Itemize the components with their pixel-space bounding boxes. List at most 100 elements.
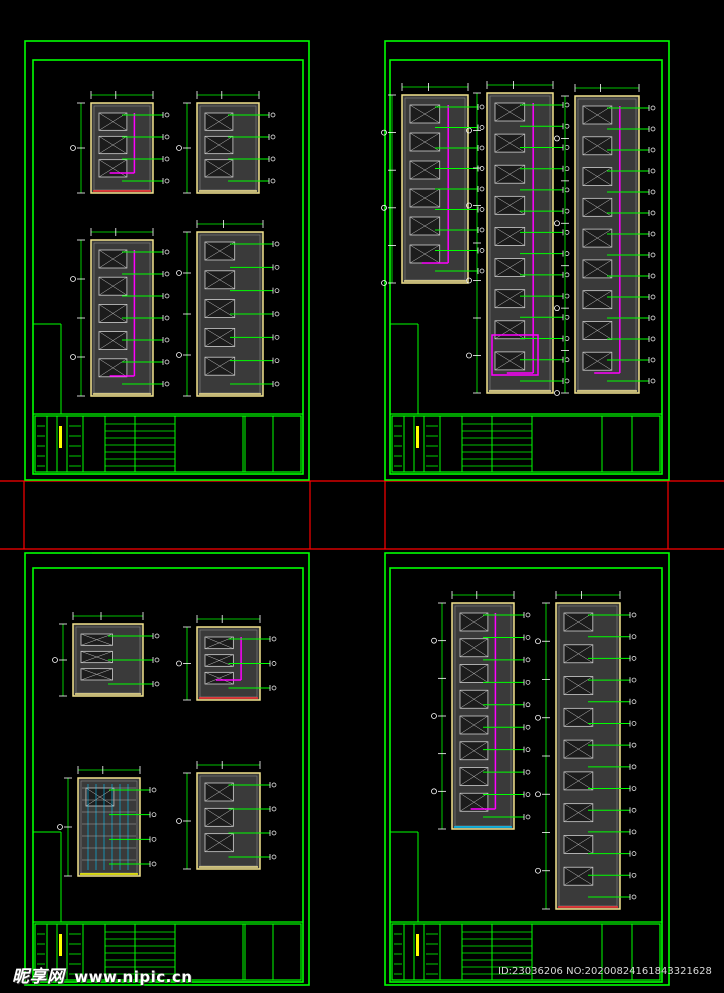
leader-tag [525, 747, 531, 753]
hatch-line [582, 105, 612, 125]
leader-tag [274, 311, 280, 317]
drawing-sheets [24, 40, 670, 986]
leader-tag [164, 315, 170, 321]
title-block [34, 923, 302, 981]
level-marker [554, 390, 560, 396]
sheet-top-right [381, 40, 670, 481]
hatch-line [459, 638, 489, 657]
leader-tag [151, 861, 157, 867]
leader-tag [564, 293, 570, 299]
leader-tag [525, 814, 531, 820]
leader-tag [631, 656, 637, 661]
level-marker [431, 637, 437, 644]
hatch-line [409, 188, 440, 208]
leader-tag [525, 657, 531, 663]
leader-tag [650, 315, 656, 321]
hatch-line [409, 160, 440, 180]
watermark: 昵享网 www.nipic.cn [12, 962, 192, 987]
leader-tag [164, 249, 170, 255]
leader-tag [650, 357, 656, 363]
leader-tag [650, 168, 656, 174]
leader-tag [164, 337, 170, 343]
hatch-line [98, 112, 128, 131]
leader-tag [271, 636, 277, 642]
leader-tag [525, 769, 531, 775]
leader-tag [525, 635, 531, 640]
leader-tag [164, 381, 170, 387]
leader-tag [164, 112, 170, 118]
leader-tag [564, 251, 570, 256]
panel-inner-line [199, 105, 257, 191]
leader-tag [631, 851, 637, 856]
hatch-line [459, 664, 489, 683]
sheet-outer-frame [24, 552, 310, 986]
leader-tag [479, 207, 485, 212]
leader-tag [271, 685, 277, 691]
sheet-outer-frame [24, 40, 310, 481]
level-marker [381, 280, 387, 286]
title-block-mark [59, 426, 62, 448]
title-block-mark [416, 934, 419, 956]
leader-tag [154, 681, 160, 687]
hatch-line [582, 321, 612, 340]
leader-tag [271, 661, 277, 666]
leader-tag [631, 807, 637, 813]
leader-tag [164, 359, 170, 365]
leader-tag [271, 854, 277, 860]
leader-tag [650, 189, 656, 195]
level-marker [431, 788, 437, 795]
title-block-mark [416, 426, 419, 448]
leader-tag [270, 178, 276, 184]
leader-tag [564, 123, 570, 129]
watermark-brand: 昵享网 [12, 967, 65, 987]
level-marker [431, 713, 437, 719]
elevation-panel [176, 91, 276, 194]
hatch-line [98, 159, 128, 178]
elevation-panel [554, 84, 656, 396]
sheet-inner-frame [32, 567, 304, 983]
level-marker [554, 135, 560, 142]
sheet-cut-lines [0, 480, 724, 554]
panel-inner-line [80, 780, 138, 874]
watermark-site: www.nipic.cn [74, 968, 193, 986]
leader-tag [164, 156, 170, 162]
hatch-line [98, 304, 128, 323]
hatch-line [98, 276, 128, 296]
sheet-outer-frame [384, 552, 670, 986]
level-marker [176, 818, 182, 824]
level-marker [535, 791, 541, 798]
hatch-line [459, 741, 489, 760]
elevation-panel [176, 761, 277, 870]
hatch-line [494, 227, 525, 246]
leader-tag [479, 104, 485, 110]
hatch-line [204, 159, 234, 178]
highlight-box [491, 334, 539, 376]
leader-tag [631, 612, 637, 618]
level-marker [70, 354, 76, 360]
level-marker [381, 204, 387, 211]
hatch-line [459, 612, 489, 632]
hatch-line [563, 835, 593, 854]
hatch-line [563, 771, 593, 791]
hatch-line [582, 198, 612, 217]
leader-tag [270, 112, 276, 118]
hatch-line [563, 708, 593, 727]
hatch-line [85, 787, 115, 807]
level-marker [466, 127, 472, 134]
elevation-panel [176, 615, 277, 701]
hatch-line [494, 102, 525, 122]
level-marker [535, 638, 541, 645]
elevation-panel [70, 91, 170, 194]
elevation-panel [176, 220, 280, 397]
leader-tag [650, 126, 656, 132]
hatch-line [459, 690, 489, 709]
watermark-image-id: ID:23036206 NO:20200824161843321628 [498, 966, 712, 977]
level-marker [176, 660, 182, 667]
elevation-panel [57, 766, 157, 877]
hatch-line [563, 644, 593, 663]
level-marker [52, 657, 58, 663]
leader-tag [631, 894, 637, 900]
leader-tag [274, 288, 280, 294]
leader-tag [564, 145, 570, 150]
